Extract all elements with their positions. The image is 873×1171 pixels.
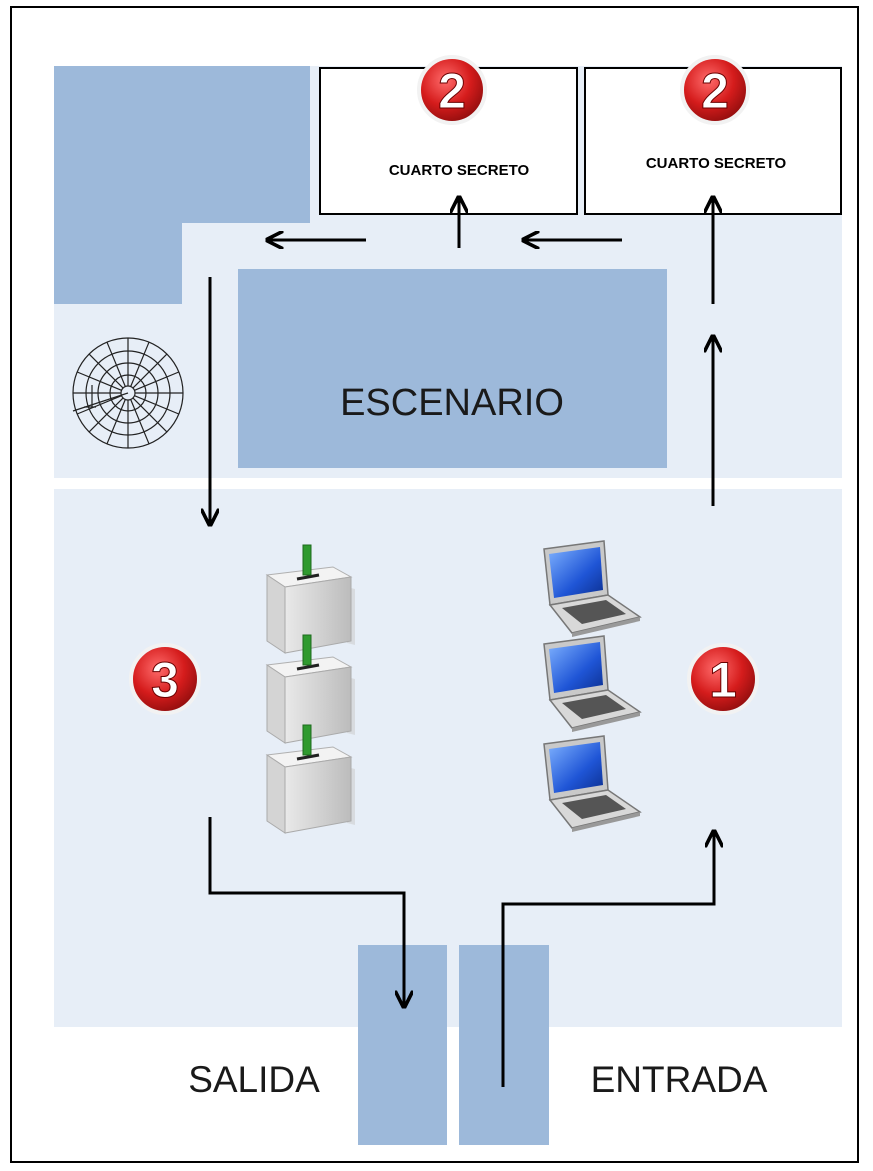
spiral-staircase-icon xyxy=(72,337,184,449)
ballot-box-icon xyxy=(265,544,355,654)
ballot-box-icon xyxy=(265,634,355,744)
main-hall-floor xyxy=(54,489,842,1027)
laptop-icon xyxy=(543,540,642,637)
corner-block xyxy=(54,66,310,304)
laptop-icon xyxy=(543,735,642,832)
floor-plan-frame: ESCENARIO CUARTO SECRETO CUARTO SECRETO … xyxy=(10,6,859,1163)
exit-label: SALIDA xyxy=(188,1059,320,1100)
entrance-label: ENTRADA xyxy=(591,1059,768,1100)
secret-booth-left-label: CUARTO SECRETO xyxy=(389,162,530,179)
badge-number: 3 xyxy=(151,652,179,708)
floor-plan: ESCENARIO CUARTO SECRETO CUARTO SECRETO … xyxy=(54,55,842,1145)
numbered-badge-icon: 1 xyxy=(687,643,759,715)
arrow-from-entrance xyxy=(501,833,714,1087)
stage-label: ESCENARIO xyxy=(340,382,564,424)
badge-number: 1 xyxy=(709,652,737,708)
badge-number: 2 xyxy=(701,63,729,119)
stage-block xyxy=(238,269,667,468)
numbered-badge-icon: 2 xyxy=(680,55,750,125)
ballot-box-icon xyxy=(265,724,355,834)
arrow-to-exit xyxy=(208,817,404,1005)
flow-arrows xyxy=(210,199,714,1087)
numbered-badge-icon: 2 xyxy=(417,55,487,125)
badge-number: 2 xyxy=(438,63,466,119)
laptop-icon xyxy=(543,635,642,732)
numbered-badge-icon: 3 xyxy=(129,643,201,715)
secret-booth-right-label: CUARTO SECRETO xyxy=(646,155,787,172)
